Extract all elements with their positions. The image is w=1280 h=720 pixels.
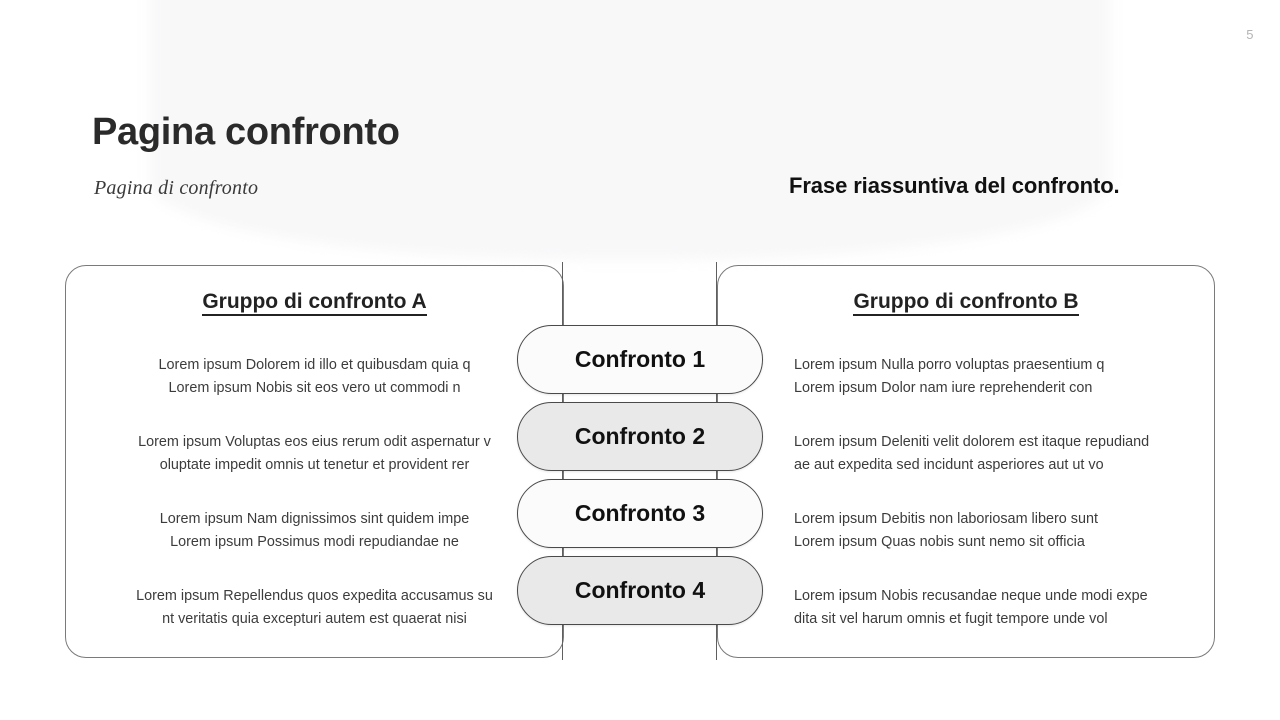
card-heading-label-a: Gruppo di confronto A: [202, 290, 427, 316]
row-line-2: nt veritatis quia excepturi autem est qu…: [162, 610, 467, 627]
comparison-pill-1[interactable]: Confronto 1: [517, 325, 763, 394]
row-line-1: Lorem ipsum Voluptas eos eius rerum odit…: [138, 434, 491, 450]
card-heading-group-b: Gruppo di confronto B: [718, 290, 1214, 316]
list-item: Lorem ipsum Nobis recusandae neque unde …: [718, 569, 1214, 646]
list-item: Lorem ipsum Voluptas eos eius rerum odit…: [66, 415, 563, 492]
comparison-pill-2-label: Confronto 2: [574, 423, 706, 449]
row-line-2: Lorem ipsum Possimus modi repudiandae ne: [170, 533, 459, 550]
comparison-pill-4[interactable]: Confronto 4: [517, 556, 763, 625]
list-item: Lorem ipsum Deleniti velit dolorem est i…: [718, 415, 1214, 492]
comparison-card-group-a: Gruppo di confronto A Lorem ipsum Dolore…: [65, 265, 564, 658]
page-number: 5: [1246, 27, 1254, 42]
list-item: Lorem ipsum Nam dignissimos sint quidem …: [66, 492, 563, 569]
row-line-1: Lorem ipsum Nulla porro voluptas praesen…: [794, 357, 1105, 373]
page-title: Pagina confronto: [92, 111, 400, 153]
row-line-1: Lorem ipsum Debitis non laboriosam liber…: [794, 511, 1098, 527]
card-heading-group-a: Gruppo di confronto A: [66, 290, 563, 316]
row-line-2: ae aut expedita sed incidunt asperiores …: [794, 456, 1104, 473]
row-line-2: dita sit vel harum omnis et fugit tempor…: [794, 610, 1108, 627]
comparison-pill-1-label: Confronto 1: [574, 346, 706, 372]
row-line-1: Lorem ipsum Deleniti velit dolorem est i…: [794, 434, 1150, 450]
row-line-1: Lorem ipsum Nam dignissimos sint quidem …: [159, 511, 470, 527]
comparison-pill-4-label: Confronto 4: [574, 577, 706, 603]
row-line-2: oluptate impedit omnis ut tenetur et pro…: [159, 456, 470, 473]
row-line-1: Lorem ipsum Repellendus quos expedita ac…: [136, 588, 493, 604]
list-item: Lorem ipsum Repellendus quos expedita ac…: [66, 569, 563, 646]
comparison-card-group-b: Gruppo di confronto B Lorem ipsum Nulla …: [717, 265, 1215, 658]
card-heading-label-b: Gruppo di confronto B: [853, 290, 1079, 316]
group-b-rows: Lorem ipsum Nulla porro voluptas praesen…: [718, 338, 1214, 646]
row-line-1: Lorem ipsum Nobis recusandae neque unde …: [794, 588, 1148, 604]
row-line-2: Lorem ipsum Dolor nam iure reprehenderit…: [794, 379, 1093, 396]
comparison-pill-3-label: Confronto 3: [574, 500, 706, 526]
list-item: Lorem ipsum Debitis non laboriosam liber…: [718, 492, 1214, 569]
page-subtitle: Pagina di confronto: [94, 177, 259, 199]
list-item: Lorem ipsum Nulla porro voluptas praesen…: [718, 338, 1214, 415]
comparison-pill-3[interactable]: Confronto 3: [517, 479, 763, 548]
row-line-2: Lorem ipsum Quas nobis sunt nemo sit off…: [794, 533, 1085, 550]
row-line-1: Lorem ipsum Dolorem id illo et quibusdam…: [158, 357, 471, 373]
comparison-pill-2[interactable]: Confronto 2: [517, 402, 763, 471]
list-item: Lorem ipsum Dolorem id illo et quibusdam…: [66, 338, 563, 415]
group-a-rows: Lorem ipsum Dolorem id illo et quibusdam…: [66, 338, 563, 646]
summary-phrase: Frase riassuntiva del confronto.: [789, 173, 1120, 198]
row-line-2: Lorem ipsum Nobis sit eos vero ut commod…: [168, 379, 461, 396]
